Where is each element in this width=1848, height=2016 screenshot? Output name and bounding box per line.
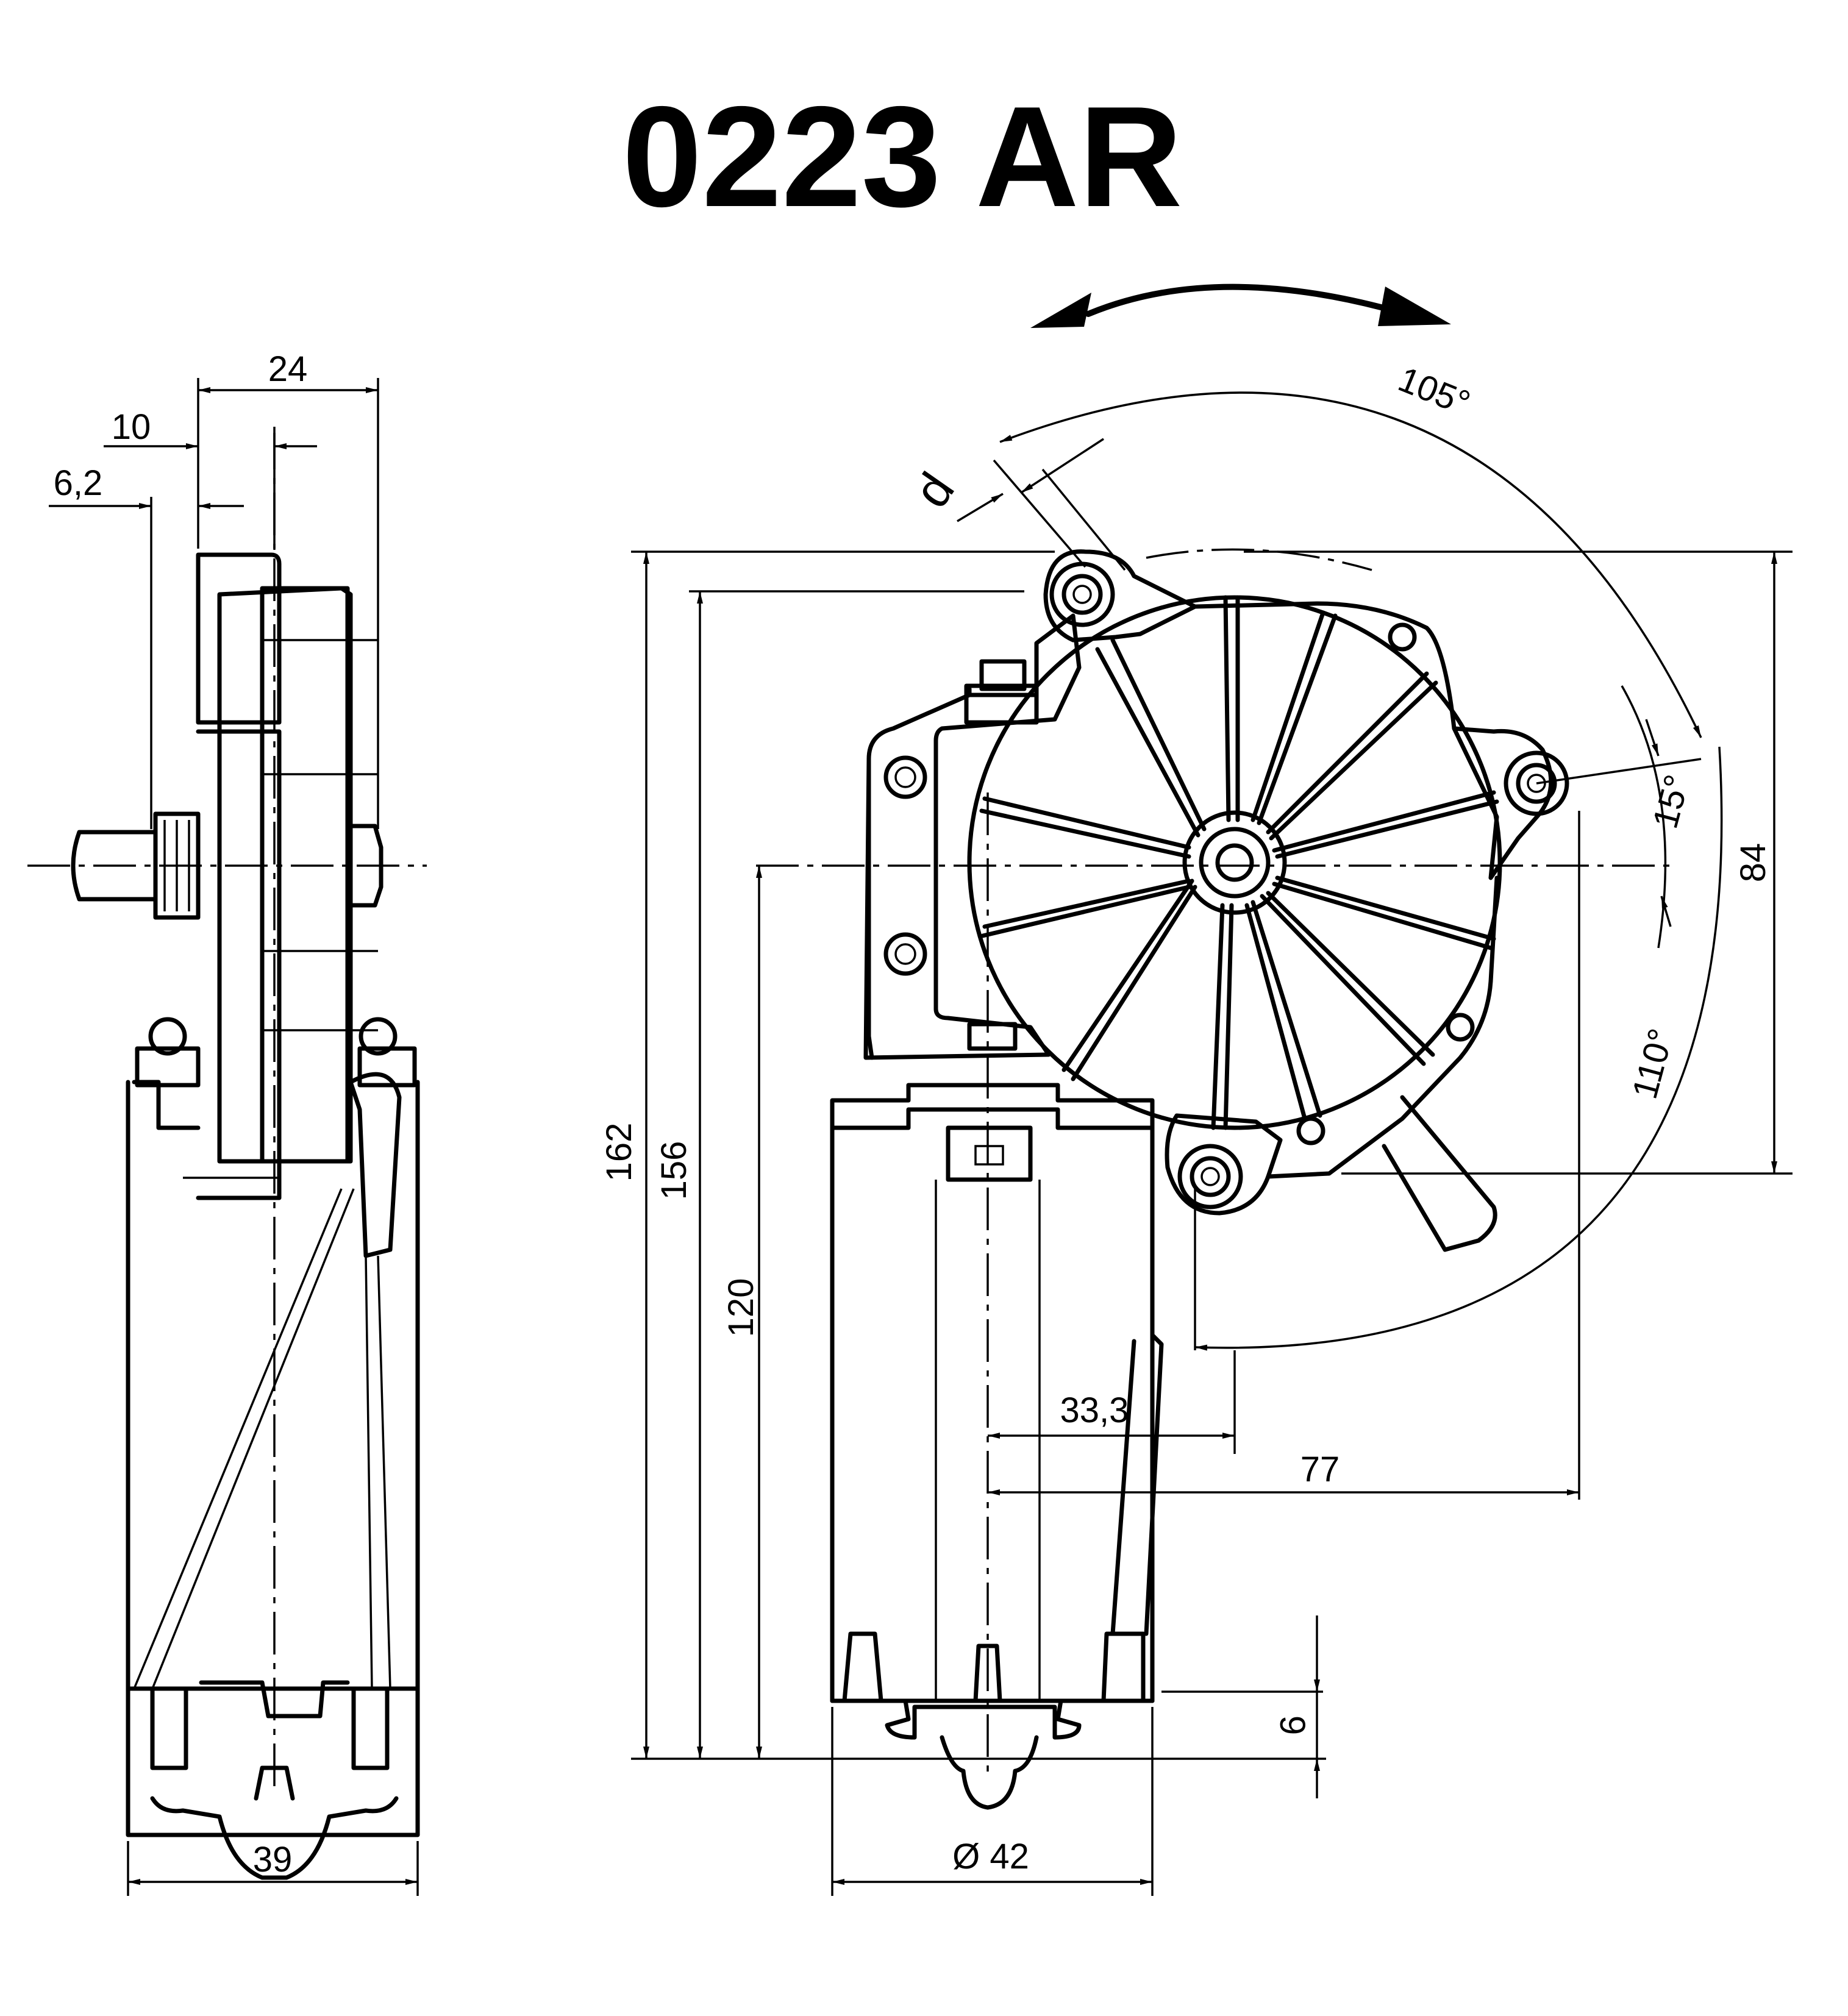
motor-body-front: [830, 1083, 1155, 1703]
dim-diameter-42: Ø 42: [952, 1837, 1029, 1876]
gear-hub: [1182, 810, 1287, 915]
side-view: [27, 427, 427, 1880]
dim-24: 24: [268, 349, 308, 389]
side-view-dimensions: 24 10 6,2 39: [49, 349, 419, 1896]
mounting-ear-bottom: [1165, 1113, 1283, 1216]
dim-77: 77: [1300, 1450, 1340, 1489]
gearbox-housing: [863, 613, 1082, 1060]
motor-body-side: [126, 1080, 420, 1837]
mounting-ear-right: [1452, 726, 1569, 880]
dim-33-3: 33,3: [1060, 1391, 1129, 1430]
front-view-dimensions: 162 156 120 84 33,3 77 9 Ø 42 105°: [599, 359, 1793, 1896]
dim-angle-105: 105°: [1393, 359, 1476, 423]
drawing-title: 0223 AR: [623, 76, 1183, 237]
rotation-direction-arrow: [1030, 283, 1451, 328]
dim-label-d: d: [904, 463, 965, 518]
dim-84: 84: [1733, 843, 1773, 883]
nut: [348, 824, 384, 908]
dim-10: 10: [112, 407, 151, 447]
dim-6-2: 6,2: [54, 463, 103, 503]
dim-angle-15: 15°: [1645, 771, 1697, 833]
dim-162: 162: [599, 1123, 639, 1182]
dim-120: 120: [721, 1278, 761, 1337]
dim-39: 39: [253, 1840, 293, 1879]
dim-9: 9: [1272, 1715, 1312, 1735]
dim-156: 156: [654, 1141, 694, 1200]
gear-wheel: [967, 595, 1502, 1130]
dim-angle-110: 110°: [1625, 1025, 1682, 1103]
output-lever: [1382, 1095, 1497, 1252]
gear-spokes: [979, 595, 1499, 1130]
front-view: [756, 549, 1671, 1810]
output-shaft: [71, 830, 158, 902]
